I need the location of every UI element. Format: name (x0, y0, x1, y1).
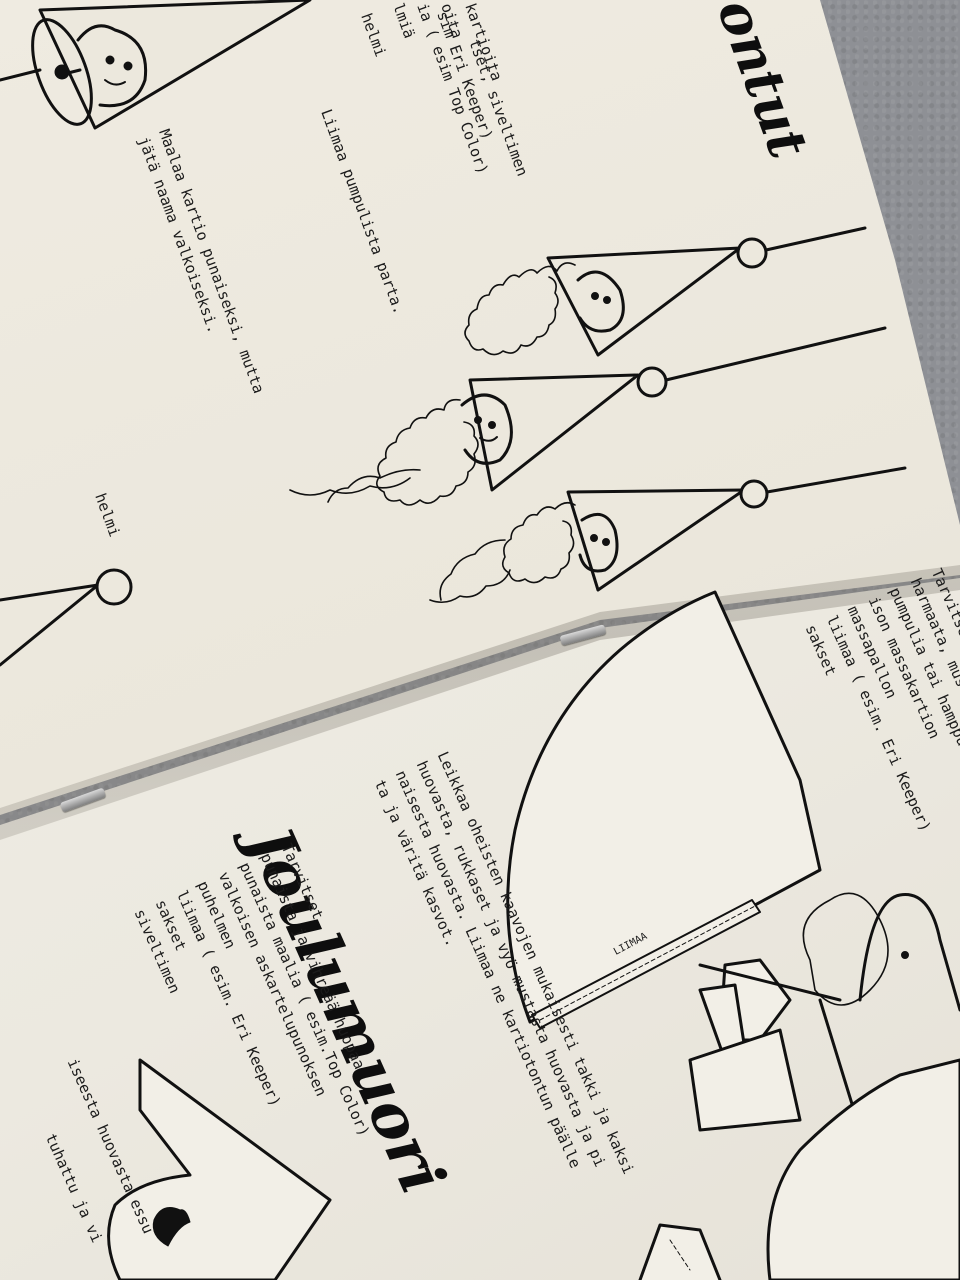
apron-pattern-piece (766, 1058, 960, 1280)
mitten-pattern-piece (107, 1058, 332, 1280)
gnome-drawing-upper (546, 226, 867, 357)
beard-scribbles (289, 262, 576, 604)
coat-pattern-piece (506, 590, 822, 1029)
hat-pattern-piece (638, 1223, 722, 1280)
gnome-drawing-lower (566, 466, 907, 592)
gnome-drawing-middle (460, 326, 887, 492)
santa-figure-drawing (688, 892, 960, 1132)
gnome-drawing-top-left (0, 0, 312, 130)
gnome-drawing-bottom-left (0, 568, 133, 667)
